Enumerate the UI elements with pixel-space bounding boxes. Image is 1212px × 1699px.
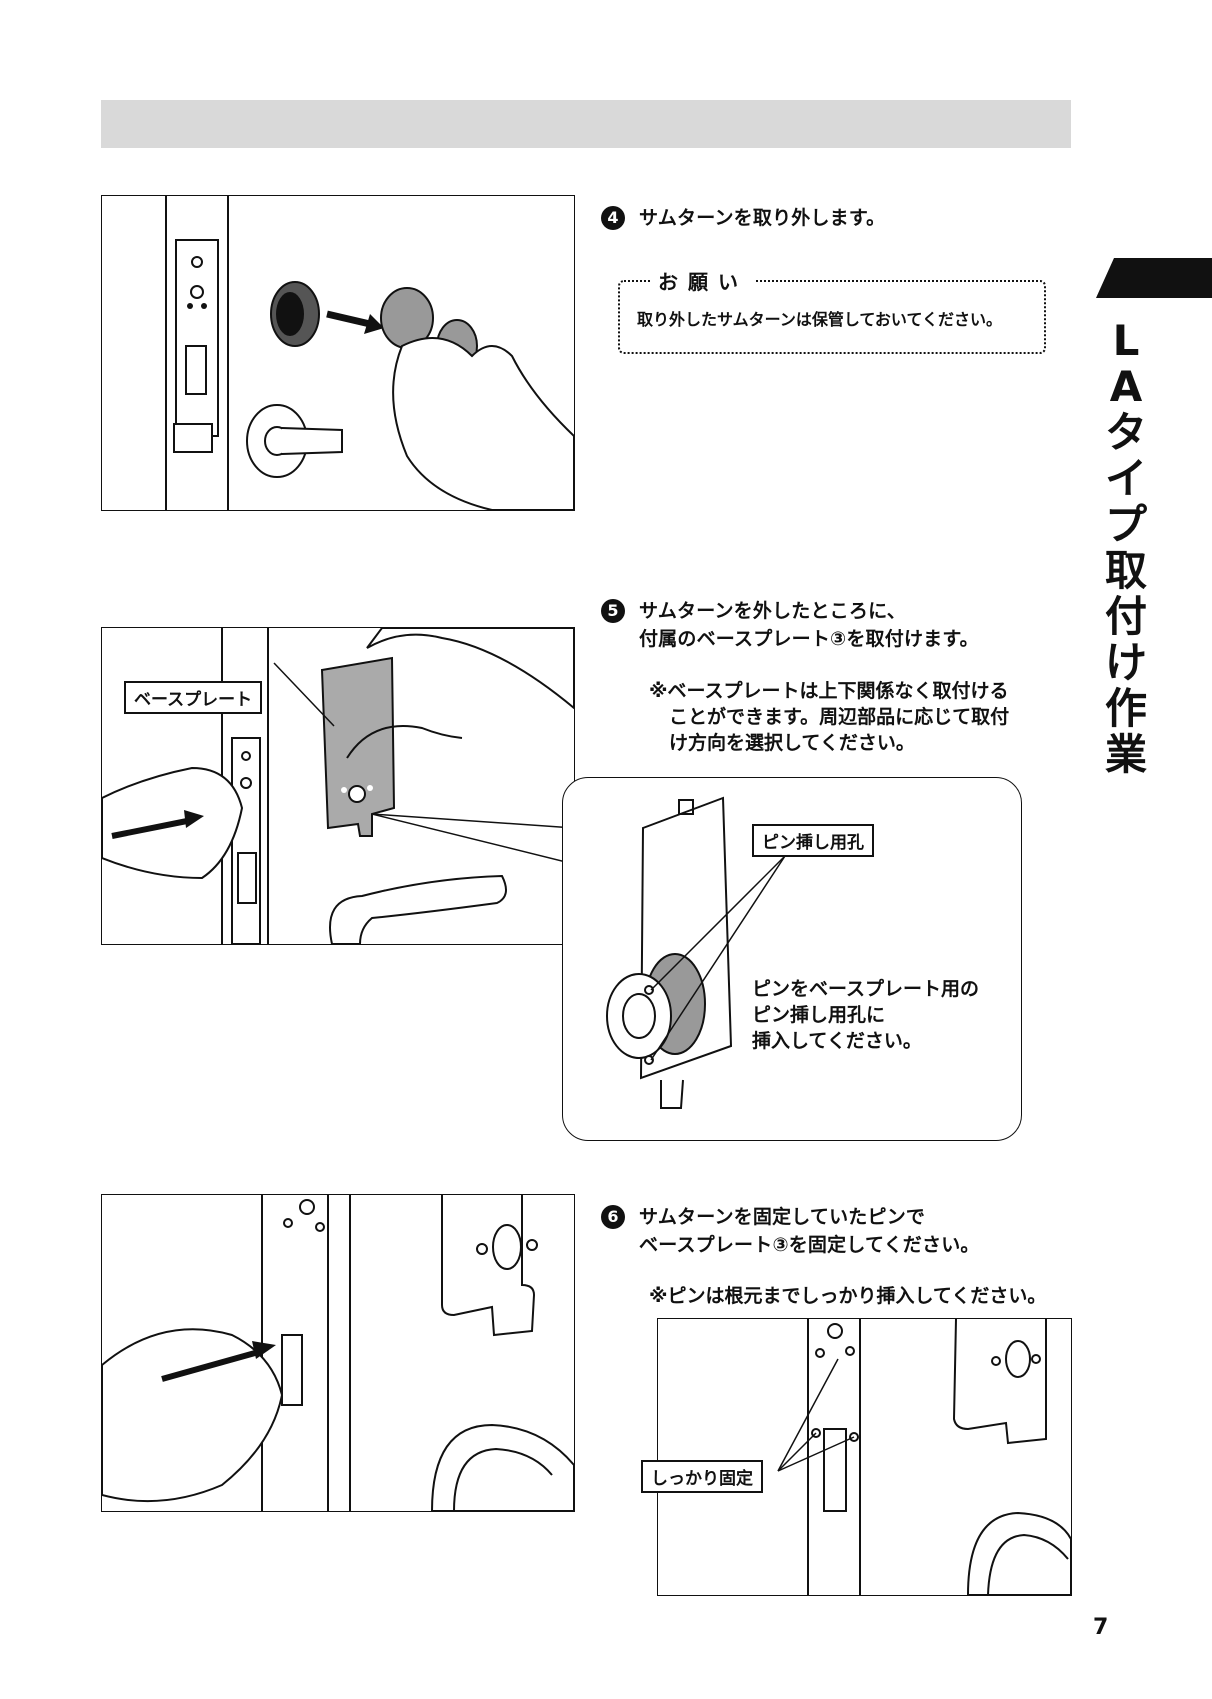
side-title-char: L bbox=[1112, 316, 1140, 365]
step6-line: サムターンを固定していたピンで bbox=[639, 1206, 926, 1228]
pin-instruction-line: ピンをベースプレート用の bbox=[752, 978, 980, 1000]
step5-text: 5 サムターンを外したところに、 付属のベースプレート③を取付けます。 bbox=[601, 597, 979, 653]
step5-number: 5 bbox=[601, 599, 625, 623]
pin-hole-label: ピン挿し用孔 bbox=[752, 824, 874, 857]
step5-line: サムターンを外したところに、 bbox=[639, 600, 906, 622]
step4-illustration bbox=[101, 195, 575, 511]
side-title-char: タ bbox=[1104, 408, 1147, 457]
base-plate-label: ベースプレート bbox=[124, 681, 263, 714]
header-bar bbox=[101, 100, 1071, 148]
side-title-char: 付 bbox=[1104, 592, 1147, 641]
step6-note: ※ピンは根元までしっかり挿入してください。 bbox=[649, 1283, 1046, 1309]
step5-line: 付属のベースプレート③を取付けます。 bbox=[639, 628, 979, 650]
side-title-char: け bbox=[1104, 638, 1147, 687]
step5-note-line: ※ベースプレートは上下関係なく取付ける bbox=[649, 680, 1009, 702]
step6-note-line: ※ピンは根元までしっかり挿入してください。 bbox=[649, 1285, 1047, 1307]
step5-note: ※ベースプレートは上下関係なく取付ける ことができます。周辺部品に応じて取付 け… bbox=[649, 678, 1009, 756]
page-number: 7 bbox=[1093, 1615, 1109, 1640]
step6-detail-illustration bbox=[657, 1318, 1072, 1596]
step6-illustration bbox=[101, 1194, 575, 1512]
side-title-char: A bbox=[1109, 362, 1143, 411]
side-title-char: プ bbox=[1104, 500, 1147, 549]
onegai-body: 取り外したサムターンは保管しておいてください。 bbox=[637, 310, 1002, 329]
pin-instruction-line: ピン挿し用孔に bbox=[752, 1004, 886, 1026]
step4-number: 4 bbox=[601, 206, 625, 230]
firm-fix-label: しっかり固定 bbox=[641, 1460, 763, 1493]
step6-line: ベースプレート③を固定してください。 bbox=[639, 1234, 980, 1256]
pin-hole-callout: ピン挿し用孔 ピンをベースプレート用の ピン挿し用孔に 挿入してください。 bbox=[562, 777, 1022, 1141]
step4-line: サムターンを取り外します。 bbox=[639, 207, 886, 229]
onegai-box bbox=[618, 280, 1046, 354]
side-title-char: イ bbox=[1104, 454, 1147, 503]
side-title-char: 業 bbox=[1104, 730, 1147, 779]
step5-illustration bbox=[101, 627, 575, 945]
section-tab bbox=[1096, 258, 1212, 298]
step4-text: 4 サムターンを取り外します。 bbox=[601, 204, 885, 232]
step5-note-line: け方向を選択してください。 bbox=[669, 732, 915, 754]
step6-text: 6 サムターンを固定していたピンで ベースプレート③を固定してください。 bbox=[601, 1203, 980, 1259]
step6-number: 6 bbox=[601, 1205, 625, 1229]
side-title-char: 取 bbox=[1104, 546, 1147, 595]
step5-note-line: ことができます。周辺部品に応じて取付 bbox=[669, 706, 1010, 728]
pin-instruction-line: 挿入してください。 bbox=[752, 1030, 922, 1052]
side-title-char: 作 bbox=[1104, 684, 1147, 733]
side-section-title: L A タ イ プ 取 付 け 作 業 bbox=[1096, 318, 1156, 778]
pin-instruction: ピンをベースプレート用の ピン挿し用孔に 挿入してください。 bbox=[752, 976, 979, 1054]
onegai-title: お願い bbox=[650, 266, 756, 295]
